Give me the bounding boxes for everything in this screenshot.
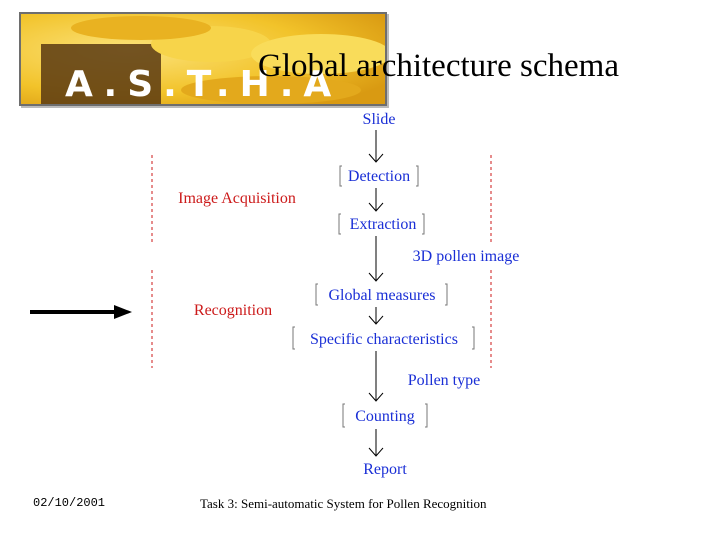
node-extraction: Extraction: [350, 216, 417, 233]
global-measures-bracket: [315, 283, 448, 306]
specific-characteristics-bracket: [292, 326, 475, 350]
edge-label-pollen-type: Pollen type: [408, 372, 480, 389]
edge-label-pollen-image: 3D pollen image: [413, 248, 520, 265]
astha-logo: A.S.T.H.A: [19, 12, 387, 106]
detection-bracket: [339, 165, 419, 187]
stage-image-acquisition: Image Acquisition: [178, 190, 296, 207]
footer-task: Task 3: Semi-automatic System for Pollen…: [200, 496, 487, 511]
node-slide: Slide: [363, 111, 396, 128]
recognition-pointer-arrow: [30, 305, 132, 319]
node-counting: Counting: [355, 408, 415, 425]
node-specific-characteristics: Specific characteristics: [310, 331, 458, 348]
extraction-bracket: [338, 213, 425, 235]
flow-arrows: [368, 130, 384, 457]
footer-date: 02/10/2001: [33, 496, 106, 510]
logo-text: A.S.T.H.A: [65, 64, 341, 104]
page-title: Global architecture schema: [258, 48, 619, 84]
node-report: Report: [363, 461, 407, 478]
stage-recognition: Recognition: [194, 302, 272, 319]
node-detection: Detection: [348, 168, 410, 185]
counting-bracket: [342, 403, 428, 428]
node-global-measures: Global measures: [328, 287, 435, 304]
